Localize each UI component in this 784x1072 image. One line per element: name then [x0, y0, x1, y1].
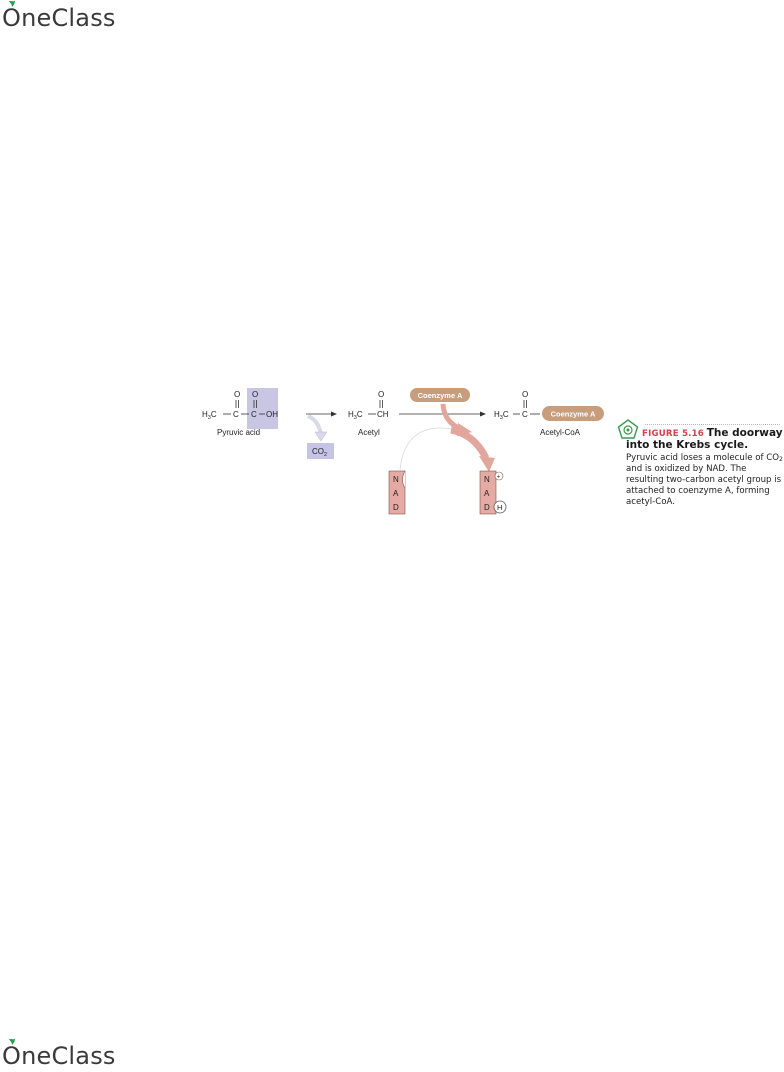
- caption-dotted-rule: [645, 424, 780, 425]
- pyruvic-o1: O: [234, 390, 240, 399]
- pyruvic-label: Pyruvic acid: [217, 428, 260, 437]
- coenzyme-a-top-label: Coenzyme A: [418, 391, 463, 400]
- oneclass-logo-top: OneClass: [2, 0, 116, 32]
- coenzyme-a-top-pill: [410, 388, 470, 402]
- co2-box: [307, 443, 334, 459]
- leaf-icon: [9, 0, 15, 7]
- figure-icon: [617, 419, 639, 439]
- nadh-h-label: H: [497, 503, 502, 512]
- nadh-n: N: [484, 475, 490, 484]
- logo-o: OneClass: [2, 0, 116, 32]
- logo-text: OneClass: [2, 4, 116, 32]
- arrow-head-1: [331, 411, 337, 417]
- co2-label: CO2: [312, 447, 327, 458]
- krebs-doorway-figure: O O H3C C C OH Pyruvic acid CO2 O H3C: [196, 388, 784, 523]
- acetyl-ch: CH: [377, 410, 389, 419]
- oneclass-logo-bottom: OneClass: [2, 1038, 116, 1070]
- nadh-a: A: [484, 489, 490, 498]
- pyruvic-o2: O: [252, 390, 258, 399]
- acetyl-label: Acetyl: [358, 428, 380, 437]
- acetyl-o: O: [378, 390, 384, 399]
- acetylcoa-c: C: [522, 410, 528, 419]
- nad-arrow-head: [479, 456, 495, 472]
- coenzyme-a-attached-pill: [542, 406, 604, 421]
- nad-left-n: N: [393, 475, 399, 484]
- nad-left-box: [388, 470, 406, 515]
- nad-left-notch: [402, 470, 406, 489]
- acetylcoa-h3c: H3C: [494, 410, 509, 421]
- arrow-head-2: [480, 411, 486, 417]
- coenzyme-a-attached-label: Coenzyme A: [551, 410, 596, 419]
- figure-label: FIGURE 5.16: [642, 429, 704, 439]
- figure-body: Pyruvic acid loses a molecule of CO2 and…: [626, 453, 783, 507]
- nadh-hydrogen: [493, 500, 507, 514]
- nad-reduction-arc: [399, 427, 489, 471]
- acetylcoa-o: O: [522, 390, 528, 399]
- pyruvic-oh: OH: [266, 410, 278, 419]
- acetyl-h3c: H3C: [348, 410, 363, 421]
- carboxyl-highlight: [247, 388, 278, 429]
- nadh-plus-charge: [494, 471, 504, 481]
- logo-text-bottom: OneClass: [2, 1042, 116, 1070]
- reaction-diagram: O O H3C C C OH Pyruvic acid CO2 O H3C: [202, 388, 639, 515]
- pyruvic-c1: C: [233, 410, 239, 419]
- figure-title: The doorway into the Krebs cycle.: [626, 427, 783, 451]
- leaf-icon: [9, 1038, 15, 1045]
- co2-arrow-head: [314, 431, 328, 442]
- nadh-box: [479, 470, 497, 515]
- nad-left-d: D: [393, 503, 399, 512]
- nad-left-a: A: [393, 489, 399, 498]
- co2-release-arrow: [307, 414, 323, 435]
- nadh-plus-sign: +: [497, 475, 501, 481]
- nadh-d: D: [484, 503, 490, 512]
- figure-caption: FIGURE 5.16 The doorway into the Krebs c…: [626, 428, 784, 508]
- pyruvic-c2: C: [251, 410, 257, 419]
- logo-o-bottom: OneClass: [2, 1038, 116, 1070]
- nad-reduction-arrow: [450, 426, 490, 460]
- pyruvic-h3c: H3C: [202, 410, 217, 421]
- acetylcoa-label: Acetyl-CoA: [540, 428, 581, 437]
